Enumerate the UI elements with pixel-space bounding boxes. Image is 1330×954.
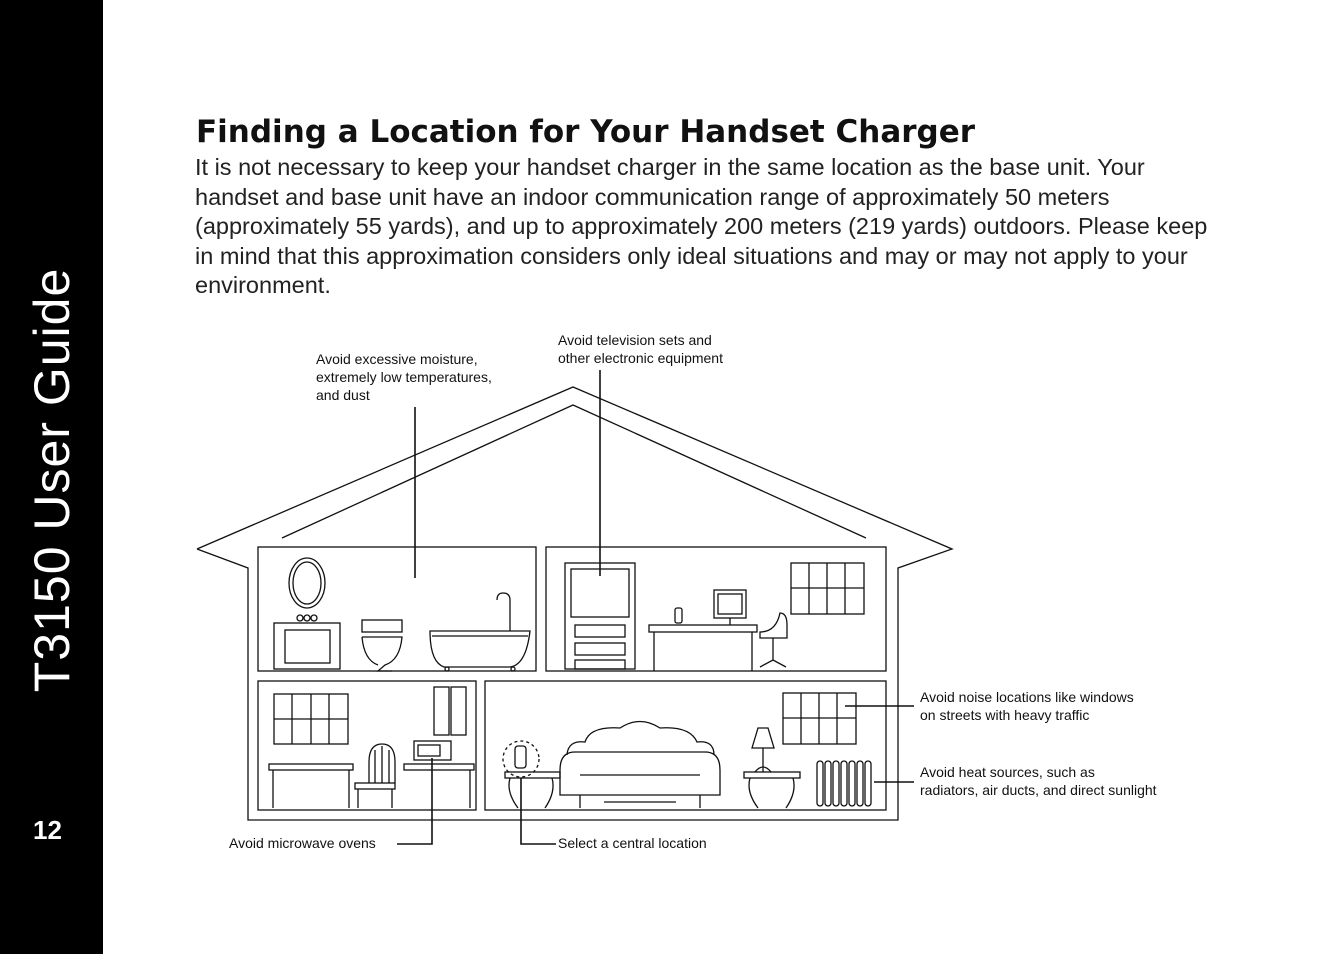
- radiator: [816, 760, 872, 807]
- kitchen: [268, 686, 475, 808]
- bathroom: [273, 557, 531, 672]
- rooms: [257, 546, 887, 811]
- callout-moisture: Avoid excessive moisture, extremely low …: [316, 351, 492, 403]
- callout-television: Avoid television sets and other electron…: [558, 332, 723, 366]
- sidebar: T3150 User Guide 12: [0, 0, 103, 954]
- page-number: 12: [33, 815, 62, 845]
- callout-heat: Avoid heat sources, such as radiators, a…: [920, 764, 1157, 798]
- roof: [196, 386, 954, 821]
- callout-noise: Avoid noise locations like windows on st…: [920, 689, 1134, 723]
- section-heading: Finding a Location for Your Handset Char…: [196, 114, 976, 150]
- callout-lines: [397, 370, 914, 845]
- living-room: [502, 692, 872, 809]
- office: [564, 562, 865, 671]
- callout-microwave: Avoid microwave ovens: [229, 835, 376, 851]
- callout-central-location: Select a central location: [558, 835, 707, 851]
- section-body: It is not necessary to keep your handset…: [195, 154, 1208, 298]
